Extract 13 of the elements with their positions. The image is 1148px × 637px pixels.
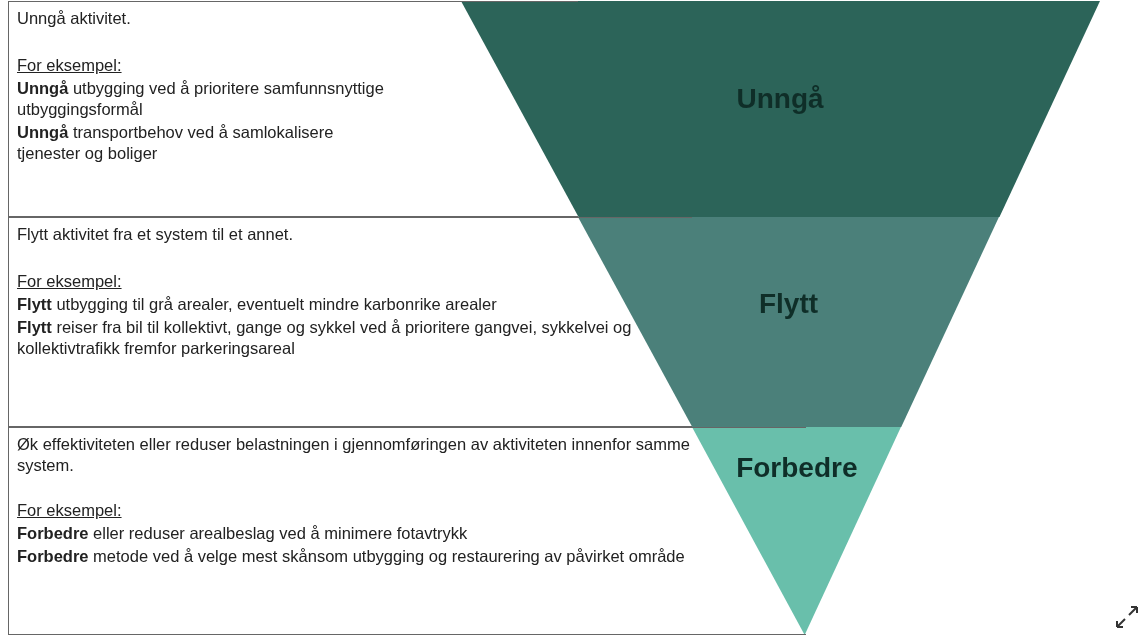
example-text: Flytt utbygging til grå arealer, eventuelt mindre karbonrike arealer (17, 294, 498, 315)
example-text: Unngå transportbehov ved å samlokalisere tjenester og boliger (17, 122, 335, 164)
intro-text: Øk effektiviteten eller reduser belastningen i gjennomføringen av aktiviteten innenfor samme system. (17, 434, 691, 476)
example-heading: For eksempel: (17, 500, 122, 521)
example-heading: For eksempel: (17, 271, 122, 292)
example-text: Forbedre metode ved å velge mest skånsom utbygging og restaurering av påvirket område (17, 546, 686, 567)
example-heading: For eksempel: (17, 55, 122, 76)
level-label: Forbedre (735, 451, 859, 484)
intro-text: Flytt aktivitet fra et system til et annet. (17, 224, 294, 245)
example-text: Forbedre eller reduser arealbeslag ved å minimere fotavtrykk (17, 523, 469, 544)
intro-text: Unngå aktivitet. (17, 8, 132, 29)
level-label: Flytt (758, 288, 820, 321)
example-text: Flytt reiser fra bil til kollektivt, gange og sykkel ved å prioritere gangvei, sykkelvei og kollektivtrafikk fremfor parkeringsareal (17, 317, 633, 359)
